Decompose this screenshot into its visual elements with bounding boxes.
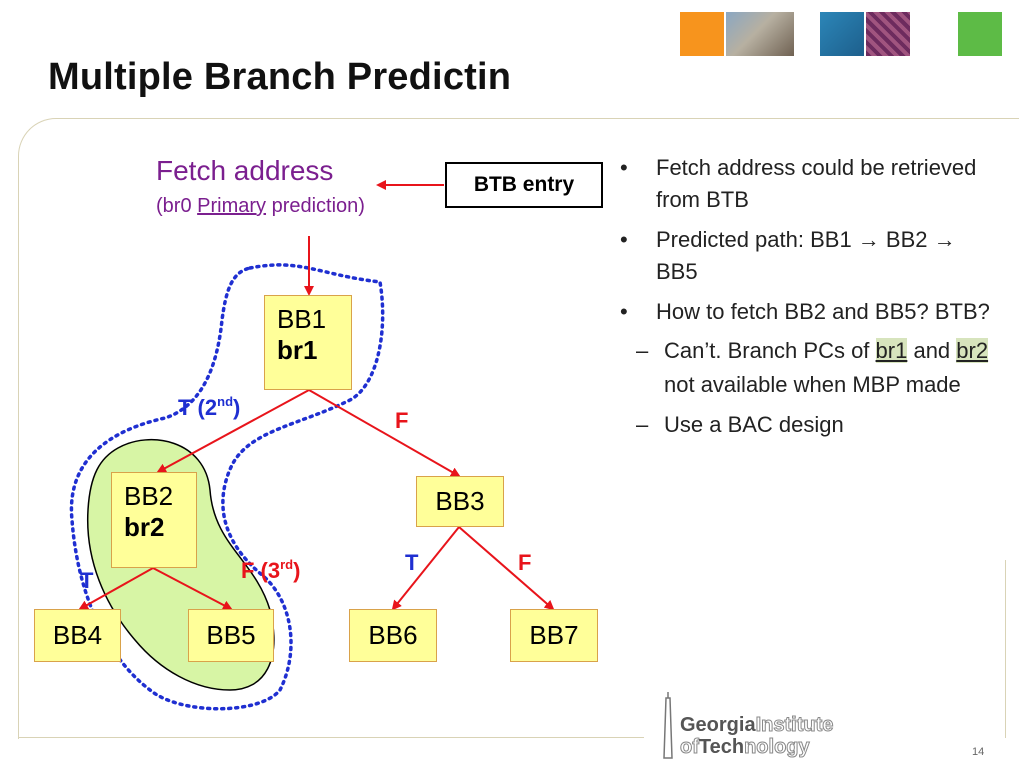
sub-bullet-text: and xyxy=(907,338,957,363)
edge-label-bb1-taken-sup: nd xyxy=(217,394,234,409)
sub-bullet-item: – Use a BAC design xyxy=(620,408,1000,442)
dotted-path-region xyxy=(69,263,385,711)
block-bb5: BB5 xyxy=(188,609,274,662)
sub-bullet-dash: – xyxy=(636,412,649,437)
edge-label-bb1-taken-close: ) xyxy=(233,395,241,420)
block-bb6: BB6 xyxy=(349,609,437,662)
edge-label-bb2-false-text: F (3 xyxy=(241,558,281,583)
slide-title: Multiple Branch Predictin xyxy=(48,56,512,98)
fetch-sub-suffix: prediction) xyxy=(266,195,365,217)
edge-label-bb3-false: F xyxy=(518,550,532,575)
edge-label-bb2-false-sup: rd xyxy=(280,557,294,572)
block-bb6-name: BB6 xyxy=(368,620,418,650)
arrow-bb3-to-bb7 xyxy=(458,526,555,611)
panel-right-line xyxy=(1005,560,1006,738)
fetch-sub-primary: Primary xyxy=(197,195,267,217)
sub-bullet-text: not available when MBP made xyxy=(664,372,961,397)
bullet-text: Fetch address could be retrieved from BT… xyxy=(656,155,977,212)
fetch-address-label: Fetch address xyxy=(156,155,334,186)
block-bb7: BB7 xyxy=(510,609,598,662)
georgia-tech-logo: GeorgiaInstitute ofTechnology xyxy=(644,688,894,768)
block-bb1-branch: br1 xyxy=(277,335,318,365)
sub-bullet-text: Can’t. Branch PCs of xyxy=(664,338,876,363)
header-tile-green xyxy=(958,12,1002,56)
bullet-text: How to fetch BB2 and BB5? BTB? xyxy=(656,299,990,324)
right-arrow-icon: → xyxy=(933,227,956,252)
logo-of: of xyxy=(680,736,700,759)
bullet-item: • How to fetch BB2 and BB5? BTB? – Can’t… xyxy=(620,296,1000,442)
block-bb3: BB3 xyxy=(416,476,504,527)
bullet-text-after: BB5 xyxy=(656,259,698,284)
panel-bottom-line xyxy=(18,737,658,738)
edge-label-bb2-taken: T xyxy=(80,568,94,593)
bullet-item: • Predicted path: BB1 → BB2 → BB5 xyxy=(620,224,1000,288)
edge-label-bb1-taken-text: T (2 xyxy=(178,395,218,420)
page-number: 14 xyxy=(972,746,985,758)
fetch-address-subtitle: (br0 Primary prediction) xyxy=(156,195,365,218)
highlight-br1: br1 xyxy=(875,338,908,363)
highlight-br2: br2 xyxy=(956,338,989,363)
header-tile-orange xyxy=(680,12,724,56)
header-tile-photo-campus xyxy=(726,12,794,56)
sub-bullet-text: Use a BAC design xyxy=(664,412,844,437)
bullet-text-mid: BB2 xyxy=(879,227,934,252)
btb-entry-box: BTB entry xyxy=(445,162,603,208)
edge-label-bb3-taken: T xyxy=(405,550,419,575)
header-tile-photo-circuit xyxy=(866,12,910,56)
logo-nology: nology xyxy=(744,736,811,759)
bullet-item: • Fetch address could be retrieved from … xyxy=(620,152,1000,216)
logo-tech: Tech xyxy=(698,736,745,758)
header-tile-blue xyxy=(820,12,864,56)
block-bb4-name: BB4 xyxy=(52,620,103,650)
arrow-bb1-to-bb3 xyxy=(308,389,461,477)
block-bb3-name: BB3 xyxy=(435,486,485,516)
sub-bullet-list: – Can’t. Branch PCs of br1 and br2 not a… xyxy=(620,334,1000,442)
arrow-bb2-to-bb4 xyxy=(78,567,154,610)
content-panel-frame xyxy=(18,118,1019,739)
fetch-sub-prefix: (br0 xyxy=(156,195,198,217)
bullet-list: • Fetch address could be retrieved from … xyxy=(620,152,1000,450)
block-bb2: BB2 br2 xyxy=(111,472,197,568)
bullet-dot: • xyxy=(620,227,628,252)
bullet-dot: • xyxy=(620,155,628,180)
block-bb5-name: BB5 xyxy=(206,620,256,650)
block-bb1: BB1 br1 xyxy=(264,295,352,390)
edge-label-bb1-taken: T (2nd) xyxy=(178,394,240,421)
edge-label-bb2-false-close: ) xyxy=(293,558,301,583)
logo-text: GeorgiaInstitute ofTechnology xyxy=(680,714,834,759)
bullet-dot: • xyxy=(620,299,628,324)
arrow-bb2-to-bb5 xyxy=(152,567,233,610)
arrow-bb1-to-bb2 xyxy=(156,389,310,473)
logo-tower-icon xyxy=(663,692,673,759)
right-arrow-icon: → xyxy=(857,227,880,252)
block-bb4: BB4 xyxy=(34,609,121,662)
logo-institute: Institute xyxy=(755,714,834,737)
bullet-text-before: Predicted path: BB1 xyxy=(656,227,858,252)
arrow-bb3-to-bb6 xyxy=(391,526,460,611)
block-bb1-name: BB1 xyxy=(277,304,327,334)
edge-label-bb2-false: F (3rd) xyxy=(241,557,300,584)
block-bb7-name: BB7 xyxy=(529,620,579,650)
edge-label-bb1-false: F xyxy=(395,408,409,433)
sub-bullet-item: – Can’t. Branch PCs of br1 and br2 not a… xyxy=(620,334,1000,402)
block-bb2-branch: br2 xyxy=(124,512,165,542)
sub-bullet-dash: – xyxy=(636,338,649,363)
logo-georgia: Georgia xyxy=(680,714,756,736)
block-bb2-name: BB2 xyxy=(124,481,174,511)
